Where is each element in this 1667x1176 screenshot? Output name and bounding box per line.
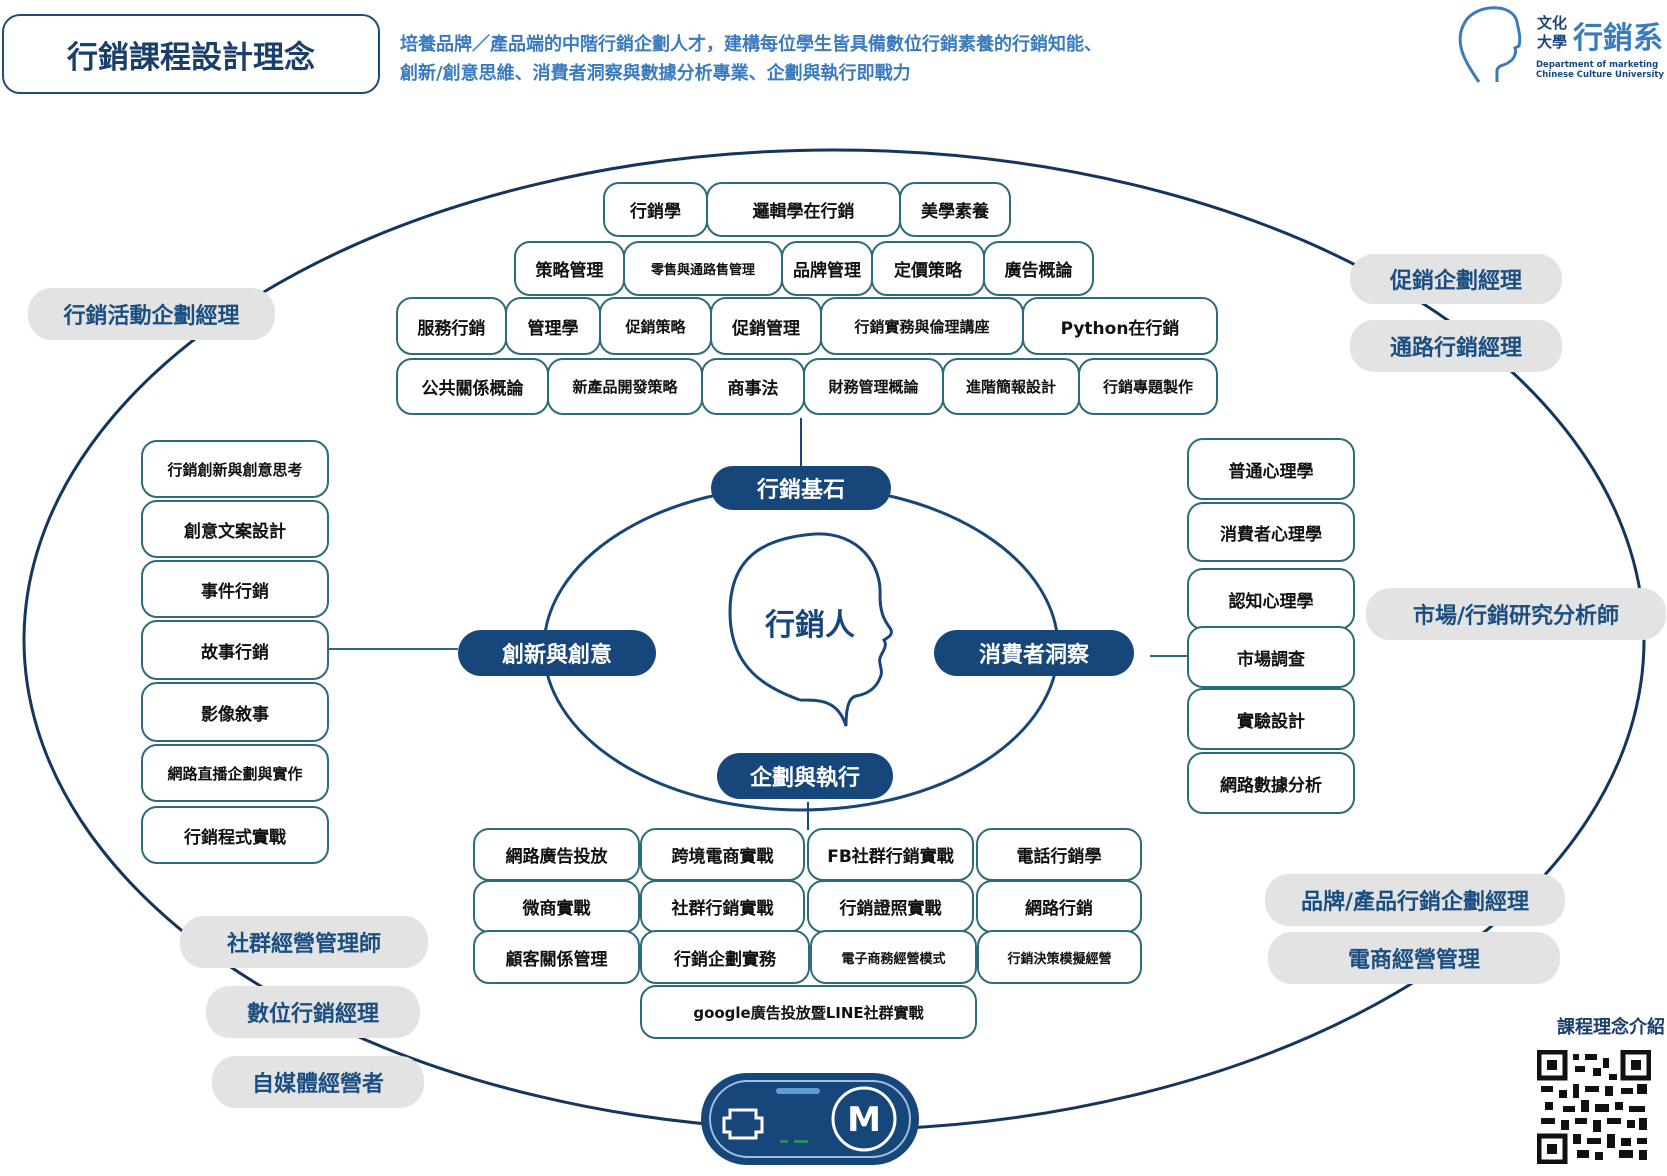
department-logo[interactable]: 文化 大學 行銷系 Department of marketing Chines… <box>1455 2 1665 87</box>
center-label: 行銷人 <box>765 608 855 643</box>
hub-creativity[interactable]: 創新與創意 <box>458 630 656 676</box>
course-pill[interactable]: 定價策略 <box>871 241 985 296</box>
course-pill[interactable]: 邏輯學在行銷 <box>706 182 901 237</box>
hub-consumer-insight[interactable]: 消費者洞察 <box>934 630 1134 676</box>
course-pill[interactable]: 零售與通路售管理 <box>623 241 783 296</box>
course-pill[interactable]: 財務管理概論 <box>803 358 944 415</box>
career-badge: 促銷企劃經理 <box>1350 254 1562 304</box>
career-badge: 品牌/產品行銷企劃經理 <box>1265 874 1565 926</box>
course-pill[interactable]: 顧客關係管理 <box>473 930 640 984</box>
course-pill[interactable]: 新產品開發策略 <box>547 358 703 415</box>
course-pill[interactable]: 實驗設計 <box>1187 688 1355 750</box>
page-title: 行銷課程設計理念 <box>2 14 380 94</box>
logo-en-2: Chinese Culture University <box>1536 70 1664 80</box>
course-pill[interactable]: Python在行銷 <box>1022 297 1218 355</box>
course-pill[interactable]: 網路直播企劃與實作 <box>141 744 329 802</box>
course-pill[interactable]: 服務行銷 <box>396 297 507 355</box>
m-circle-icon <box>831 1086 897 1152</box>
career-badge: 社群經營管理師 <box>180 916 428 968</box>
course-pill[interactable]: 微商實戰 <box>473 880 640 933</box>
course-pill[interactable]: 市場調查 <box>1187 626 1355 688</box>
course-pill[interactable]: google廣告投放暨LINE社群實戰 <box>640 985 977 1039</box>
course-pill[interactable]: 管理學 <box>505 297 601 355</box>
course-pill[interactable]: 事件行銷 <box>141 560 329 618</box>
course-pill[interactable]: 故事行銷 <box>141 620 329 680</box>
course-pill[interactable]: 行銷證照實戰 <box>807 880 974 933</box>
head-profile-icon <box>728 532 893 727</box>
logo-dept-name: 行銷系 <box>1572 21 1663 56</box>
career-badge: 行銷活動企劃經理 <box>28 288 275 340</box>
course-pill[interactable]: 消費者心理學 <box>1187 502 1355 562</box>
career-badge: 電商經營管理 <box>1268 932 1560 984</box>
course-pill[interactable]: 創意文案設計 <box>141 500 329 558</box>
plus-icon <box>722 1108 764 1140</box>
course-pill[interactable]: 網路廣告投放 <box>473 828 640 881</box>
course-pill[interactable]: 行銷程式實戰 <box>141 806 329 864</box>
logo-en-1: Department of marketing <box>1536 60 1658 70</box>
career-badge: 通路行銷經理 <box>1350 320 1562 372</box>
hub-execution[interactable]: 企劃與執行 <box>717 753 893 799</box>
course-pill[interactable]: 行銷實務與倫理講座 <box>820 297 1024 355</box>
course-pill[interactable]: 美學素養 <box>899 182 1011 237</box>
course-pill[interactable]: 行銷創新與創意思考 <box>141 440 329 498</box>
course-pill[interactable]: 網路行銷 <box>976 880 1142 933</box>
course-pill[interactable]: 促銷管理 <box>710 297 822 355</box>
course-pill[interactable]: 商事法 <box>701 358 805 415</box>
course-pill[interactable]: 行銷專題製作 <box>1078 358 1218 415</box>
course-pill[interactable]: 行銷決策模擬經營 <box>977 930 1142 984</box>
course-pill[interactable]: 電子商務經營模式 <box>810 930 977 984</box>
course-pill[interactable]: 策略管理 <box>514 241 625 296</box>
course-pill[interactable]: 網路數據分析 <box>1187 752 1355 814</box>
logo-school-2: 大學 <box>1537 33 1567 51</box>
course-pill[interactable]: 電話行銷學 <box>976 828 1142 881</box>
device-badge: M <box>698 1070 922 1168</box>
course-pill[interactable]: 認知心理學 <box>1187 568 1355 630</box>
course-pill[interactable]: 促銷策略 <box>599 297 712 355</box>
qr-code-icon[interactable] <box>1537 1050 1651 1164</box>
course-pill[interactable]: 品牌管理 <box>781 241 873 296</box>
course-pill[interactable]: 廣告概論 <box>983 241 1094 296</box>
logo-school-1: 文化 <box>1537 14 1567 32</box>
head-outline-logo-icon: 文化 大學 行銷系 Department of marketing Chines… <box>1458 6 1664 83</box>
course-pill[interactable]: 普通心理學 <box>1187 438 1355 500</box>
course-pill[interactable]: 社群行銷實戰 <box>640 880 805 933</box>
career-badge: 自媒體經營者 <box>212 1056 424 1108</box>
m-letter: M <box>847 1100 881 1140</box>
tagline-line-1: 培養品牌／產品端的中階行銷企劃人才，建構每位學生皆具備數位行銷素養的行銷知能、 <box>400 34 1102 55</box>
course-pill[interactable]: 影像敘事 <box>141 682 329 742</box>
course-pill[interactable]: 進階簡報設計 <box>942 358 1080 415</box>
hub-foundation[interactable]: 行銷基石 <box>711 466 891 510</box>
tagline-line-2: 創新/創意思維、消費者洞察與數據分析專業、企劃與執行即戰力 <box>400 63 911 84</box>
career-badge: 市場/行銷研究分析師 <box>1366 588 1666 640</box>
course-pill[interactable]: 行銷學 <box>603 182 708 237</box>
course-pill[interactable]: 行銷企劃實務 <box>640 930 810 984</box>
course-pill[interactable]: 公共關係概論 <box>396 358 549 415</box>
course-pill[interactable]: 跨境電商實戰 <box>640 828 805 881</box>
career-badge: 數位行銷經理 <box>206 986 420 1038</box>
course-pill[interactable]: FB社群行銷實戰 <box>807 828 974 881</box>
qr-caption: 課程理念介紹 <box>1557 1017 1665 1038</box>
